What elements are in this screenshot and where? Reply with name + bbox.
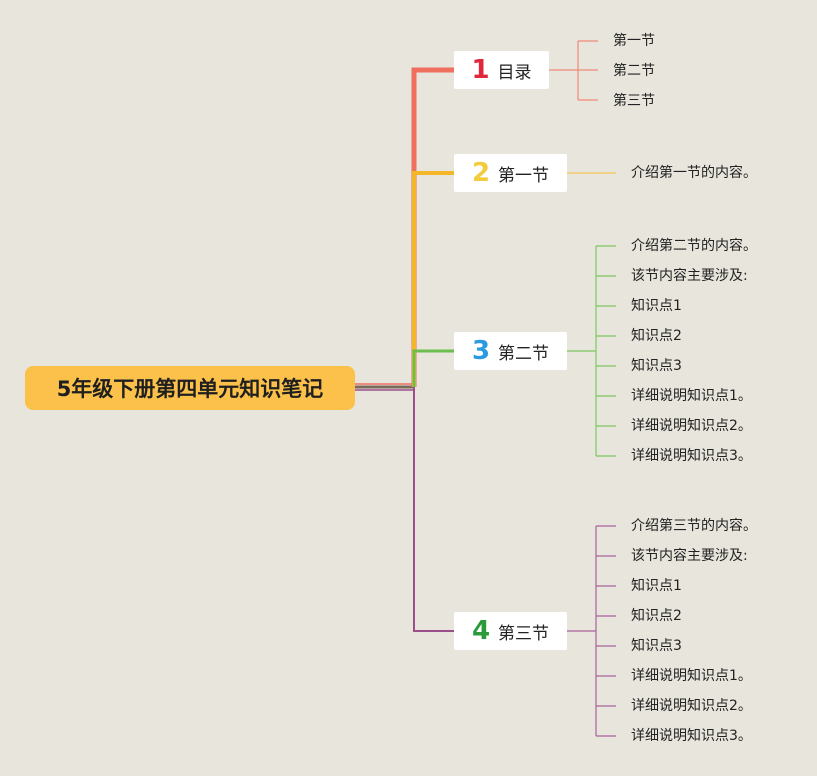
- leaf-item[interactable]: 第一节: [613, 33, 655, 49]
- branch4-connector: [413, 387, 454, 632]
- branch1-children-lines: [549, 40, 598, 101]
- branch1-connector: [411, 67, 454, 387]
- branch-label: 目录: [497, 62, 532, 83]
- branch-label: 第三节: [498, 623, 550, 644]
- root-topic[interactable]: 5年级下册第四单元知识笔记: [25, 366, 355, 410]
- leaf-item[interactable]: 介绍第一节的内容。: [631, 165, 757, 181]
- leaf-item[interactable]: 详细说明知识点2。: [631, 418, 752, 434]
- leaf-item[interactable]: 知识点3: [631, 638, 682, 654]
- leaf-item[interactable]: 该节内容主要涉及:: [631, 268, 748, 284]
- branch4-children-lines: [567, 525, 616, 737]
- leaf-item[interactable]: 第二节: [613, 63, 655, 79]
- leaf-item[interactable]: 知识点2: [631, 608, 682, 624]
- number-1-icon: 1: [471, 55, 490, 85]
- branch3-children-lines: [567, 245, 616, 457]
- branch-label: 第一节: [498, 165, 550, 186]
- number-4-icon: 4: [471, 616, 491, 646]
- leaf-item[interactable]: 详细说明知识点3。: [631, 728, 752, 744]
- leaf-item[interactable]: 知识点1: [631, 578, 682, 594]
- leaf-item[interactable]: 知识点2: [631, 328, 682, 344]
- branch2-connector: [412, 171, 454, 387]
- leaf-item[interactable]: 知识点3: [631, 358, 682, 374]
- root-title: 5年级下册第四单元知识笔记: [56, 377, 324, 401]
- branch-label: 第二节: [498, 343, 550, 364]
- leaf-item[interactable]: 介绍第三节的内容。: [631, 518, 757, 534]
- leaf-item[interactable]: 该节内容主要涉及:: [631, 548, 748, 564]
- branch-toc[interactable]: 1 目录: [454, 51, 549, 89]
- branch-section-2[interactable]: 3 第二节: [454, 332, 567, 370]
- leaf-item[interactable]: 详细说明知识点3。: [631, 448, 752, 464]
- leaf-item[interactable]: 介绍第二节的内容。: [631, 238, 757, 254]
- leaf-item[interactable]: 知识点1: [631, 298, 682, 314]
- branch3-connector: [412, 349, 454, 387]
- branch-section-1[interactable]: 2 第一节: [454, 154, 567, 192]
- leaf-item[interactable]: 详细说明知识点1。: [631, 668, 752, 684]
- leaf-item[interactable]: 详细说明知识点2。: [631, 698, 752, 714]
- number-3-icon: 3: [471, 336, 491, 366]
- number-2-icon: 2: [471, 158, 491, 188]
- branch-section-3[interactable]: 4 第三节: [454, 612, 567, 650]
- leaf-item[interactable]: 第三节: [613, 93, 655, 109]
- leaf-item[interactable]: 详细说明知识点1。: [631, 388, 752, 404]
